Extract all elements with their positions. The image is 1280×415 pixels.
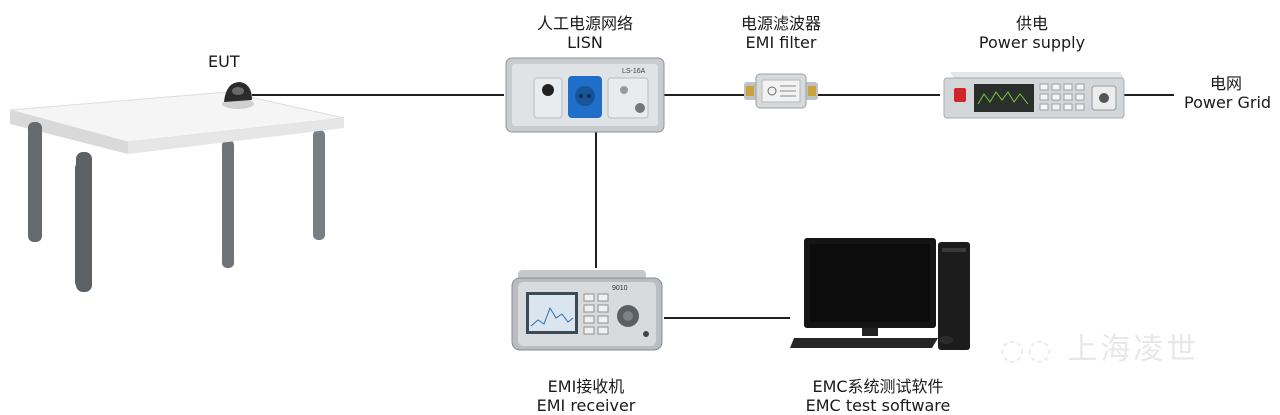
lisn-panel-text: LS-16A xyxy=(622,68,646,75)
receiver-device: 9010 xyxy=(511,270,663,351)
receiver-panel-text: 9010 xyxy=(612,285,628,292)
table-top-edge xyxy=(10,110,128,154)
receiver-label: EMI接收机 EMI receiver xyxy=(536,377,636,415)
eut-label: EUT xyxy=(208,52,240,71)
table-leg-left-front xyxy=(28,122,42,242)
table-leg-front-main xyxy=(76,152,92,292)
wire-supply-grid xyxy=(1124,94,1174,96)
eut-table xyxy=(9,91,345,292)
wire-lisn-receiver xyxy=(595,132,597,268)
grid-label: 电网 Power Grid xyxy=(1184,74,1272,112)
wire-eut-lisn xyxy=(252,94,504,96)
watermark: ◌◌ 上海凌世 xyxy=(1000,332,1200,367)
table-leg-left-back xyxy=(222,140,234,268)
software-label: EMC系统测试软件 EMC test software xyxy=(805,377,951,415)
filter-label: 电源滤波器 EMI filter xyxy=(740,14,821,52)
supply-device xyxy=(943,72,1125,119)
pc-device xyxy=(790,238,970,350)
eut-device xyxy=(222,82,254,109)
lisn-device: LS-16A xyxy=(505,57,665,133)
table-top-edge-side xyxy=(128,118,344,154)
table-leg-right-back xyxy=(313,130,325,240)
wire-filter-supply xyxy=(818,94,940,96)
wechat-icon: ◌◌ xyxy=(1000,333,1055,366)
wire-receiver-pc xyxy=(664,317,790,319)
filter-device xyxy=(744,73,818,109)
supply-label: 供电 Power supply xyxy=(978,14,1086,52)
wire-lisn-filter xyxy=(664,94,746,96)
lisn-label: 人工电源网络 LISN xyxy=(536,14,633,52)
